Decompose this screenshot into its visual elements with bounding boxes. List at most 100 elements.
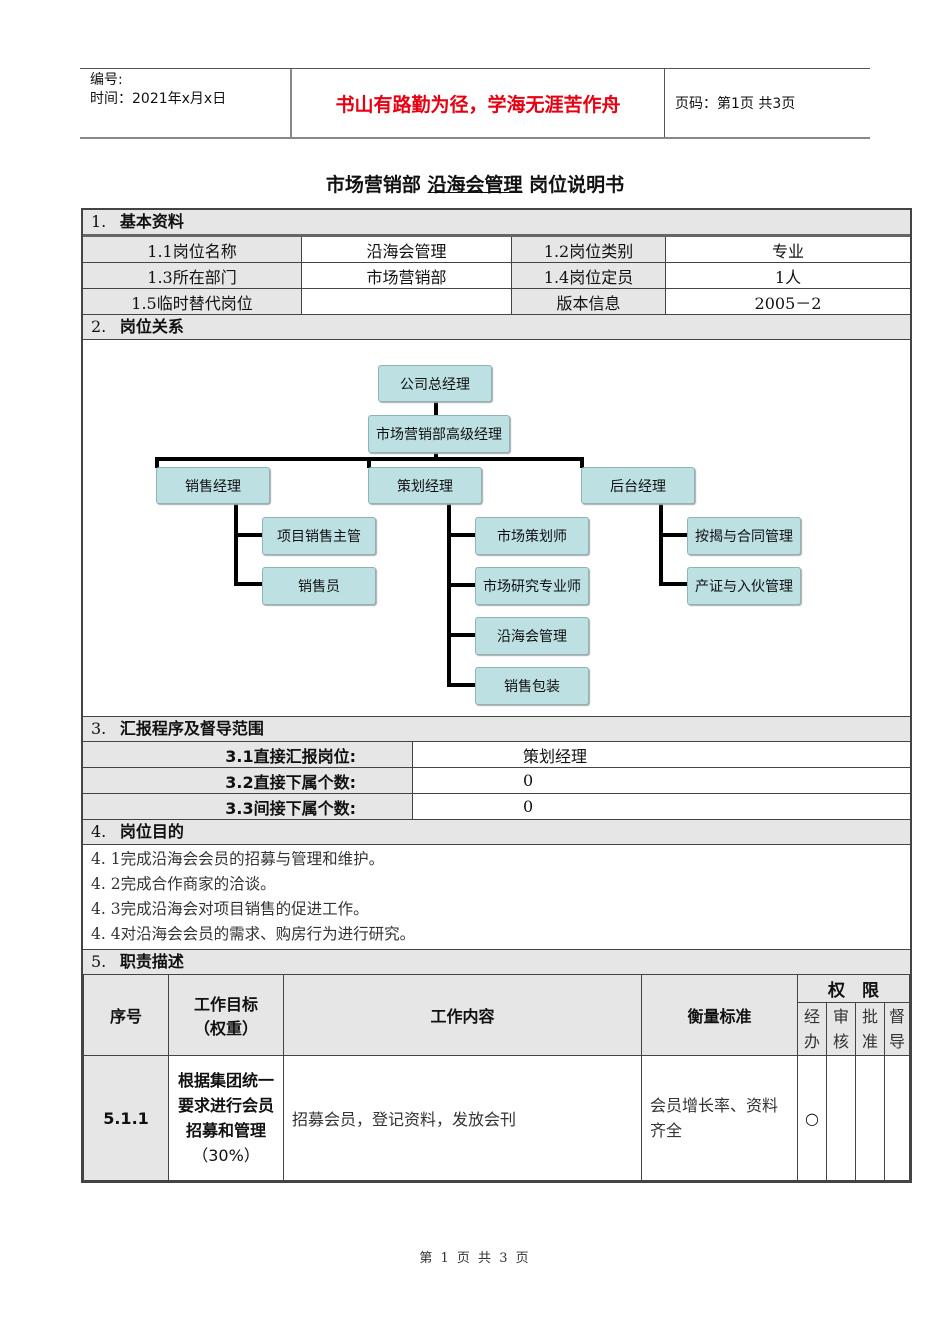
duty-row: 5.1.1 根据集团统一要求进行会员招募和管理 （30%） 招募会员，登记资料，… bbox=[83, 1055, 910, 1181]
field-value: 市场营销部 bbox=[302, 263, 512, 288]
reporting-value: 策划经理 bbox=[413, 742, 910, 767]
field-label: 1.5临时替代岗位 bbox=[83, 289, 302, 314]
field-label: 1.1岗位名称 bbox=[83, 237, 302, 262]
connector-line bbox=[447, 583, 476, 587]
section-heading: 汇报程序及督导范围 bbox=[119, 719, 264, 738]
connector-line bbox=[234, 502, 238, 586]
duty-measure: 会员增长率、资料齐全 bbox=[641, 1055, 798, 1181]
page-title: 市场营销部 沿海会管理 岗位说明书 bbox=[0, 170, 950, 197]
org-node-planning-child-current: 沿海会管理 bbox=[475, 617, 589, 655]
purpose-item: 4. 4对沿海会会员的需求、购房行为进行研究。 bbox=[91, 925, 416, 943]
page-footer: 第 1 页 共 3 页 bbox=[419, 1251, 531, 1266]
section-number: 4. bbox=[91, 822, 107, 841]
reporting-value: 0 bbox=[413, 794, 910, 819]
goal-header-line1: 工作目标 bbox=[193, 995, 258, 1014]
field-value: 1人 bbox=[666, 263, 910, 288]
org-node-senior-manager: 市场营销部高级经理 bbox=[368, 415, 510, 453]
org-node-backoffice-child: 按揭与合同管理 bbox=[687, 517, 801, 555]
duty-goal: 根据集团统一要求进行会员招募和管理 （30%） bbox=[168, 1055, 284, 1181]
basic-info-row: 1.1岗位名称 沿海会管理 1.2岗位类别 专业 bbox=[83, 237, 910, 263]
reporting-row: 3.1直接汇报岗位: 策划经理 bbox=[83, 742, 910, 768]
section-number: 2. bbox=[91, 317, 107, 336]
org-node-planning-child: 市场研究专业师 bbox=[475, 567, 589, 605]
section-heading: 基本资料 bbox=[119, 212, 184, 231]
section-purpose-header: 4. 岗位目的 bbox=[83, 820, 910, 845]
field-value: 沿海会管理 bbox=[302, 237, 512, 262]
org-node-planning-child: 市场策划师 bbox=[475, 517, 589, 555]
section-relations-header: 2. 岗位关系 bbox=[83, 315, 910, 340]
job-description-form: 1. 基本资料 1.1岗位名称 沿海会管理 1.2岗位类别 专业 1.3所在部门… bbox=[81, 208, 912, 1183]
field-label: 1.2岗位类别 bbox=[512, 237, 666, 262]
connector-line bbox=[580, 457, 584, 468]
duty-mark-supervise bbox=[884, 1055, 910, 1181]
connector-line bbox=[434, 396, 438, 416]
title-position: 沿海会管理 bbox=[427, 174, 523, 196]
basic-info-row: 1.3所在部门 市场营销部 1.4岗位定员 1人 bbox=[83, 263, 910, 289]
connector-line bbox=[659, 582, 688, 586]
col-header-supervise: 督导 bbox=[884, 1002, 910, 1056]
connector-line bbox=[155, 457, 159, 468]
org-node-planning-child: 销售包装 bbox=[475, 667, 589, 705]
connector-line bbox=[234, 582, 263, 586]
duty-mark-review bbox=[826, 1055, 856, 1181]
title-prefix: 市场营销部 bbox=[325, 174, 428, 196]
col-header-content: 工作内容 bbox=[283, 974, 642, 1056]
basic-info-row: 1.5临时替代岗位 版本信息 2005－2 bbox=[83, 289, 910, 315]
code-label: 编号: bbox=[90, 72, 123, 88]
org-node-planning-manager: 策划经理 bbox=[368, 467, 482, 504]
col-header-handle: 经办 bbox=[797, 1002, 827, 1056]
connector-line bbox=[234, 533, 263, 537]
connector-line bbox=[659, 502, 663, 586]
connector-line bbox=[447, 502, 451, 687]
section-heading: 岗位目的 bbox=[119, 822, 184, 841]
purpose-item: 4. 3完成沿海会对项目销售的促进工作。 bbox=[91, 900, 369, 918]
purpose-item: 4. 2完成合作商家的洽谈。 bbox=[91, 875, 276, 893]
field-label: 版本信息 bbox=[512, 289, 666, 314]
reporting-label: 3.1直接汇报岗位: bbox=[83, 742, 413, 767]
connector-line bbox=[434, 452, 438, 460]
goal-header-line2: （权重） bbox=[193, 1019, 258, 1038]
reporting-label: 3.2直接下属个数: bbox=[83, 768, 413, 793]
field-value: 专业 bbox=[666, 237, 910, 262]
org-chart: 公司总经理 市场营销部高级经理 销售经理 策划经理 后台经理 项目销售主管 销售… bbox=[83, 340, 910, 717]
purpose-list: 4. 1完成沿海会会员的招募与管理和维护。 4. 2完成合作商家的洽谈。 4. … bbox=[83, 845, 910, 950]
duty-goal-weight: （30%） bbox=[192, 1146, 260, 1165]
col-header-goal: 工作目标 （权重） bbox=[168, 974, 284, 1056]
org-node-sales-child: 销售员 bbox=[262, 567, 376, 605]
purpose-item: 4. 1完成沿海会会员的招募与管理和维护。 bbox=[91, 850, 385, 868]
header-page-info: 页码：第1页 共3页 bbox=[675, 96, 796, 112]
reporting-label: 3.3间接下属个数: bbox=[83, 794, 413, 819]
connector-line bbox=[447, 683, 476, 687]
section-duties-header: 5. 职责描述 bbox=[83, 950, 910, 974]
section-basic-info-header: 1. 基本资料 bbox=[83, 210, 910, 237]
reporting-value: 0 bbox=[413, 768, 910, 793]
col-header-review: 审核 bbox=[826, 1002, 856, 1056]
field-value bbox=[302, 289, 512, 314]
org-node-sales-child: 项目销售主管 bbox=[262, 517, 376, 555]
header-motto: 书山有路勤为径，学海无涯苦作舟 bbox=[292, 69, 665, 137]
org-node-sales-manager: 销售经理 bbox=[156, 467, 270, 504]
col-header-authority: 权 限 bbox=[797, 974, 910, 1003]
duty-mark-handle: ○ bbox=[797, 1055, 827, 1181]
document-header: 编号: 时间：2021年x月x日 书山有路勤为径，学海无涯苦作舟 页码：第1页 … bbox=[80, 68, 870, 139]
date-label: 时间：2021年x月x日 bbox=[90, 91, 227, 107]
title-suffix: 岗位说明书 bbox=[522, 174, 625, 196]
field-label: 1.4岗位定员 bbox=[512, 263, 666, 288]
duties-table: 序号 工作目标 （权重） 工作内容 衡量标准 权 限 经办 审核 批准 督导 5… bbox=[83, 974, 910, 1181]
col-header-approve: 批准 bbox=[855, 1002, 885, 1056]
org-node-backoffice-child: 产证与入伙管理 bbox=[687, 567, 801, 605]
section-number: 3. bbox=[91, 719, 107, 738]
section-reporting-header: 3. 汇报程序及督导范围 bbox=[83, 717, 910, 742]
connector-line bbox=[447, 533, 476, 537]
section-heading: 职责描述 bbox=[119, 952, 184, 971]
org-node-ceo: 公司总经理 bbox=[378, 365, 492, 402]
col-header-measure: 衡量标准 bbox=[641, 974, 798, 1056]
org-node-backoffice-manager: 后台经理 bbox=[581, 467, 695, 504]
section-number: 1. bbox=[91, 212, 107, 231]
duty-goal-text: 根据集团统一要求进行会员招募和管理 bbox=[177, 1071, 274, 1140]
reporting-row: 3.2直接下属个数: 0 bbox=[83, 768, 910, 794]
section-heading: 岗位关系 bbox=[119, 317, 184, 336]
header-meta: 编号: 时间：2021年x月x日 bbox=[80, 69, 292, 137]
connector-line bbox=[447, 633, 476, 637]
col-header-seq: 序号 bbox=[83, 974, 169, 1056]
